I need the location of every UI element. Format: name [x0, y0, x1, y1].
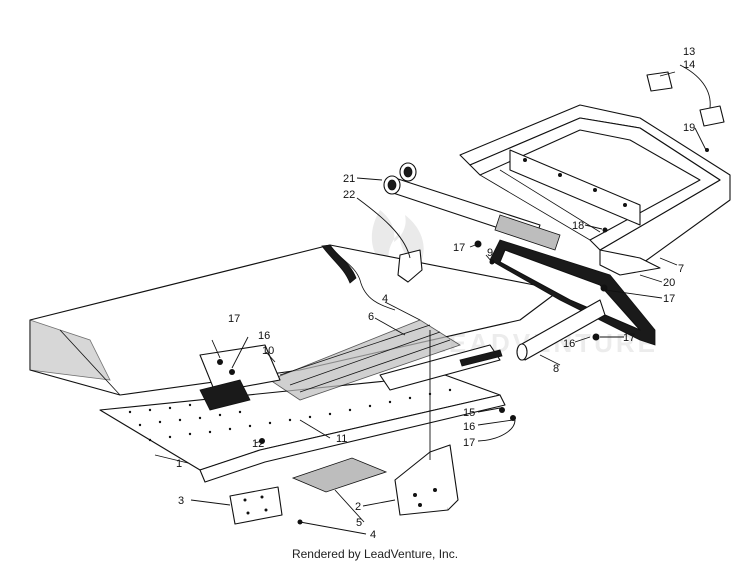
callout-8: 8 — [553, 363, 559, 375]
decals — [646, 71, 725, 127]
callout-14: 14 — [683, 59, 695, 71]
step-pad — [291, 457, 388, 493]
callout-12: 12 — [252, 438, 264, 450]
rear-plate — [229, 486, 283, 525]
callout-17-e: 17 — [463, 437, 475, 449]
callout-20: 20 — [663, 277, 675, 289]
callout-19: 19 — [683, 122, 695, 134]
callout-4-a: 4 — [382, 293, 388, 305]
rear-axle — [383, 162, 561, 251]
callout-11: 11 — [336, 433, 347, 445]
callout-2: 2 — [355, 501, 361, 513]
callout-21: 21 — [343, 173, 355, 185]
callout-16-a: 16 — [258, 330, 270, 342]
callout-5: 5 — [356, 517, 362, 529]
callout-9: 9 — [487, 247, 493, 259]
callout-3: 3 — [178, 495, 184, 507]
tag-plate — [397, 249, 423, 283]
suspension-assembly — [269, 319, 503, 401]
callout-16-c: 16 — [463, 421, 475, 433]
callout-16-b: 16 — [563, 338, 575, 350]
render-credit: Rendered by LeadVenture, Inc. — [291, 547, 459, 561]
leader-lines — [154, 64, 711, 535]
callout-17-b: 17 — [663, 293, 675, 305]
callout-10: 10 — [262, 345, 274, 357]
rear-tube — [516, 299, 606, 361]
callout-17-c: 17 — [228, 313, 240, 325]
callout-22: 22 — [343, 189, 355, 201]
callout-4-b: 4 — [370, 529, 376, 541]
leg-bracket — [394, 444, 459, 516]
callout-15: 15 — [463, 407, 475, 419]
callout-17-a: 17 — [453, 242, 465, 254]
rear-bumper — [459, 104, 731, 276]
callout-7: 7 — [678, 263, 684, 275]
callout-17-d: 17 — [623, 332, 635, 344]
tunnel-body — [29, 244, 561, 396]
callout-18: 18 — [572, 220, 584, 232]
hitch-plate — [509, 149, 641, 226]
callout-13: 13 — [683, 46, 695, 58]
upper-bracket — [199, 344, 281, 411]
callout-1: 1 — [176, 458, 182, 470]
callout-labels: 13 14 19 21 22 18 17 9 7 20 17 4 6 17 16… — [176, 46, 695, 541]
callout-6: 6 — [368, 311, 374, 323]
